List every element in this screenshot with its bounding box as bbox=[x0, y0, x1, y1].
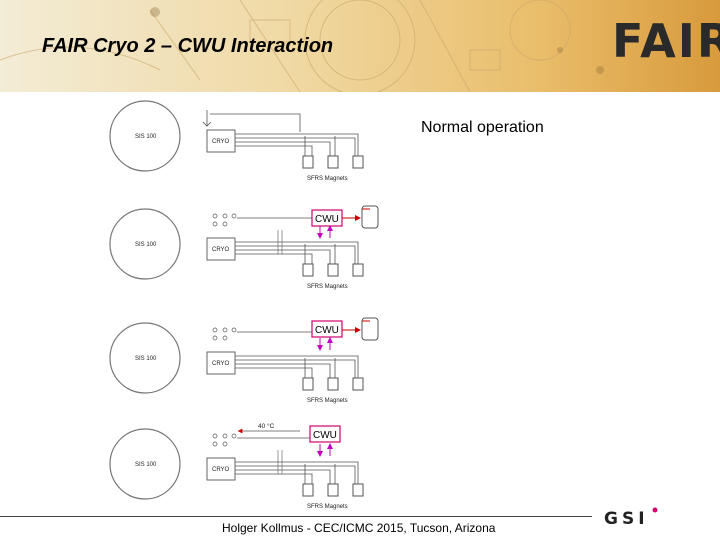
slide-title: FAIR Cryo 2 – CWU Interaction bbox=[42, 35, 334, 57]
panel-2: SIS 100 CRYO CWU SFRS Magnets bbox=[109, 205, 379, 290]
sis100-ring bbox=[109, 322, 181, 394]
banner-background-art bbox=[0, 0, 604, 92]
footer-divider bbox=[0, 516, 592, 517]
cryo-box bbox=[206, 457, 236, 481]
cryo-label: CRYO bbox=[212, 139, 230, 145]
sis100-ring bbox=[109, 208, 181, 280]
cwu-label: CWU bbox=[313, 430, 337, 441]
magnets-label: SFRS Magnets bbox=[307, 398, 348, 404]
panel-3: SIS 100 CRYO CWU SFRS Magnets bbox=[109, 317, 379, 404]
fair-logo: FAIR bbox=[612, 14, 720, 68]
status-caption: Normal operation bbox=[421, 119, 544, 136]
temperature-label: 40 °C bbox=[258, 422, 275, 430]
ring-label: SIS 100 bbox=[135, 242, 157, 248]
panel-1: SIS 100 CRYO SFRS Magnets bbox=[109, 100, 364, 182]
cwu-box bbox=[309, 425, 341, 443]
magnets-label: SFRS Magnets bbox=[307, 284, 348, 290]
cryo-label: CRYO bbox=[212, 467, 230, 473]
ring-label: SIS 100 bbox=[135, 462, 157, 468]
cryo-box bbox=[206, 351, 236, 375]
cryo-label: CRYO bbox=[212, 247, 230, 253]
ring-label: SIS 100 bbox=[135, 356, 157, 362]
cwu-label: CWU bbox=[315, 325, 339, 336]
vessel-icon bbox=[361, 317, 379, 341]
cryo-box bbox=[206, 237, 236, 261]
cwu-label: CWU bbox=[315, 214, 339, 225]
gsi-logo-text: GSI bbox=[604, 509, 649, 529]
header-banner: FAIR Cryo 2 – CWU Interaction FAIR bbox=[0, 0, 720, 92]
magnets-label: SFRS Magnets bbox=[307, 504, 348, 510]
gsi-logo: GSI bbox=[604, 507, 658, 529]
ring-label: SIS 100 bbox=[135, 134, 157, 140]
cryo-box bbox=[206, 129, 236, 153]
vessel-icon bbox=[361, 205, 379, 229]
magnets-label: SFRS Magnets bbox=[307, 176, 348, 182]
cwu-interaction-diagram: SIS 100 CRYO SFRS Magnets SIS 100 CRYO C… bbox=[109, 100, 379, 510]
sis100-ring bbox=[109, 100, 181, 172]
footer-credit: Holger Kollmus - CEC/ICMC 2015, Tucson, … bbox=[222, 521, 496, 535]
sis100-ring bbox=[109, 428, 181, 500]
cryo-label: CRYO bbox=[212, 361, 230, 367]
panel-4: SIS 100 CRYO 40 °C CWU SFRS Magnets bbox=[109, 422, 364, 510]
